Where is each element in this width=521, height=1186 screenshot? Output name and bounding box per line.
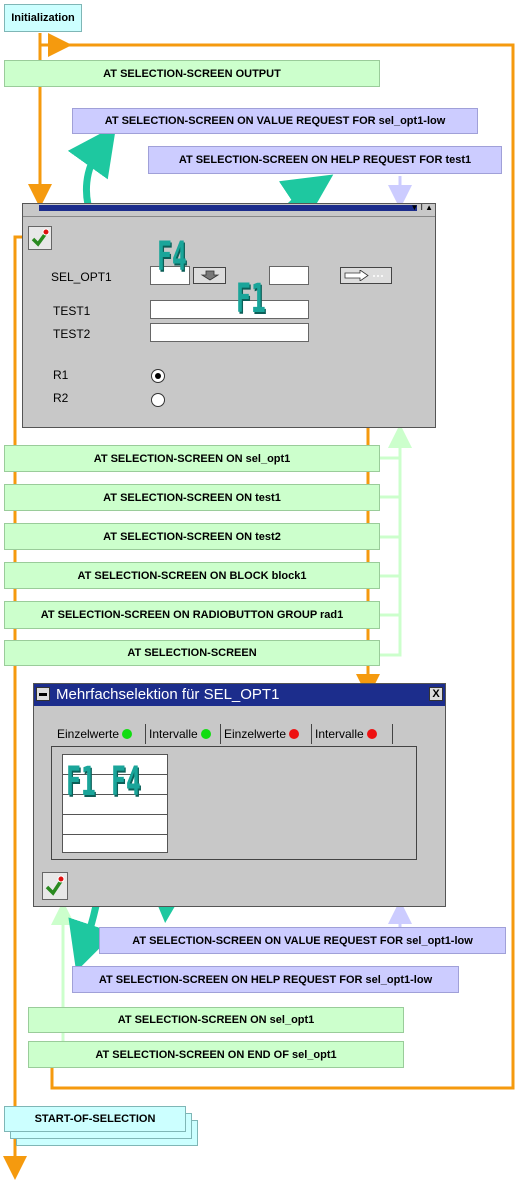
- window-toolbar-divider: [23, 216, 435, 217]
- event-on-radiobutton-group: AT SELECTION-SCREEN ON RADIOBUTTON GROUP…: [4, 601, 380, 629]
- dialog-tab-panel: [51, 746, 417, 860]
- event-on-block: AT SELECTION-SCREEN ON BLOCK block1: [4, 562, 380, 589]
- event-value-request-1: AT SELECTION-SCREEN ON VALUE REQUEST FOR…: [72, 108, 478, 134]
- tab-label: Einzelwerte: [224, 727, 287, 741]
- event-selection-screen-output: AT SELECTION-SCREEN OUTPUT: [4, 60, 380, 87]
- tab-einzelwerte-green[interactable]: Einzelwerte: [54, 724, 144, 744]
- event-on-sel-opt1: AT SELECTION-SCREEN ON sel_opt1: [4, 445, 380, 472]
- arrow-down-button-icon: [200, 270, 219, 281]
- f4-key-label-top: F4: [157, 234, 187, 280]
- event-on-test2: AT SELECTION-SCREEN ON test2: [4, 523, 380, 550]
- window-controls: ▼ I ▲: [410, 203, 433, 212]
- execute-check-icon[interactable]: [28, 226, 52, 250]
- r2-label: R2: [53, 391, 69, 405]
- r1-label: R1: [53, 368, 69, 382]
- test1-field[interactable]: [150, 300, 309, 319]
- dialog-execute-check-icon[interactable]: [42, 872, 68, 900]
- event-value-request-2: AT SELECTION-SCREEN ON VALUE REQUEST FOR…: [99, 927, 506, 954]
- event-at-selection-screen: AT SELECTION-SCREEN: [4, 640, 380, 666]
- status-red-dot: [289, 729, 300, 739]
- test2-label: TEST2: [53, 327, 91, 341]
- minimize-icon[interactable]: [36, 687, 50, 701]
- event-on-test1: AT SELECTION-SCREEN ON test1: [4, 484, 380, 511]
- tab-intervalle-green[interactable]: Intervalle: [145, 724, 218, 744]
- event-help-request-1: AT SELECTION-SCREEN ON HELP REQUEST FOR …: [148, 146, 502, 174]
- dialog-titlebar: Mehrfachselektion für SEL_OPT1 X: [34, 684, 445, 706]
- test1-label: TEST1: [53, 304, 91, 318]
- event-start-of-selection: START-OF-SELECTION: [4, 1106, 186, 1132]
- event-help-request-2: AT SELECTION-SCREEN ON HELP REQUEST FOR …: [72, 966, 459, 993]
- multiple-selection-button[interactable]: [340, 267, 392, 284]
- event-on-sel-opt1-2: AT SELECTION-SCREEN ON sel_opt1: [28, 1007, 404, 1033]
- tab-label: Intervalle: [149, 727, 198, 741]
- close-icon[interactable]: X: [429, 687, 443, 701]
- tab-intervalle-red[interactable]: Intervalle: [311, 724, 393, 744]
- event-initialization: Initialization: [4, 4, 82, 32]
- status-green-dot: [122, 729, 133, 739]
- r1-radio-dot: [155, 373, 161, 379]
- r1-radio[interactable]: [151, 369, 165, 383]
- status-red-dot: [366, 729, 377, 739]
- tab-label: Einzelwerte: [57, 727, 120, 741]
- sel-opt1-high-field[interactable]: [269, 266, 309, 285]
- r2-radio[interactable]: [151, 393, 165, 407]
- test2-field[interactable]: [150, 323, 309, 342]
- multiple-selection-arrow-icon: [344, 270, 383, 281]
- f4-key-label-bottom: F4: [111, 759, 141, 805]
- sel-opt1-low-field[interactable]: [150, 266, 190, 285]
- tab-einzelwerte-red[interactable]: Einzelwerte: [220, 724, 310, 744]
- f1-key-label-top: F1: [236, 276, 266, 322]
- status-green-dot: [200, 729, 211, 739]
- tab-label: Intervalle: [315, 727, 364, 741]
- f1-key-label-bottom: F1: [66, 759, 96, 805]
- values-table[interactable]: [62, 754, 168, 853]
- multiple-selection-dialog: Mehrfachselektion für SEL_OPT1 X: [33, 683, 446, 907]
- sel-opt1-label: SEL_OPT1: [51, 270, 112, 284]
- dialog-title: Mehrfachselektion für SEL_OPT1: [56, 686, 280, 703]
- value-help-button[interactable]: [193, 267, 226, 284]
- window-titlebar: [39, 205, 417, 211]
- event-on-end-of-sel-opt1: AT SELECTION-SCREEN ON END OF sel_opt1: [28, 1041, 404, 1068]
